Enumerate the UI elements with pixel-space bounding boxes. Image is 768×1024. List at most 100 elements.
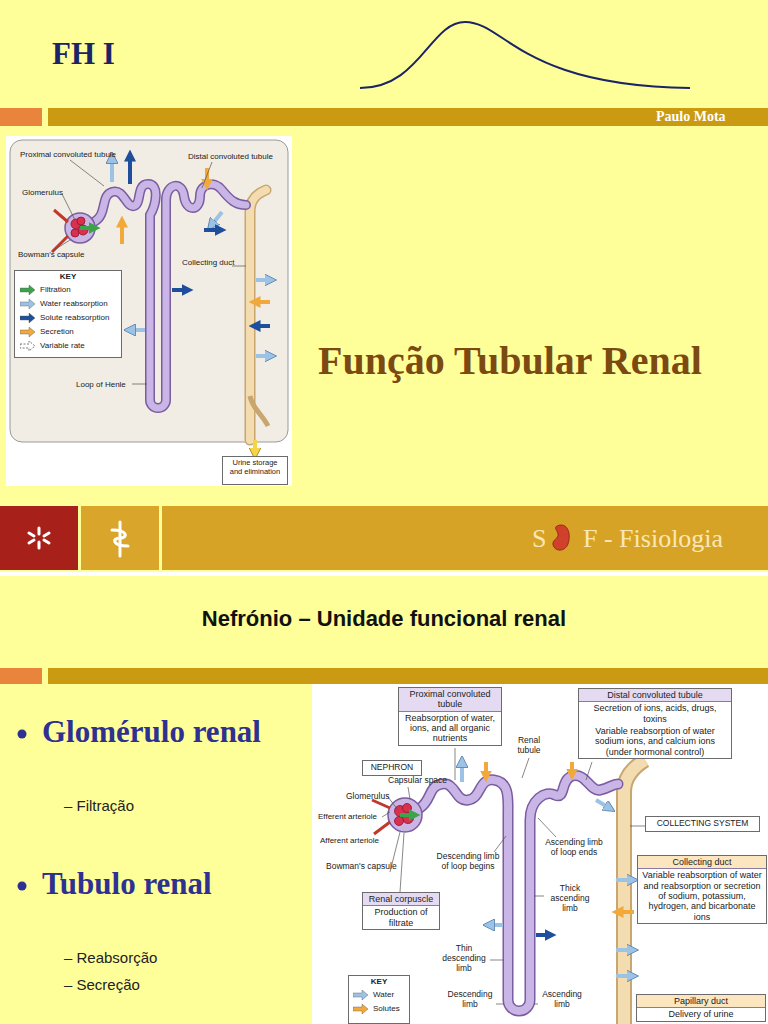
nephron-illustration [256, 278, 266, 282]
bullet-text: Glomérulo renal [42, 714, 261, 750]
legend-swatch [353, 990, 369, 1000]
legend-entry: Solute reabsorption [20, 312, 109, 323]
box-heading: NEPHRON [363, 761, 421, 775]
legend-text: Solute reabsorption [40, 313, 109, 322]
nephron-illustration [204, 228, 216, 232]
nephron-detail-illustration [388, 798, 422, 832]
part-label: Afferent arteriole [320, 836, 379, 845]
legend-entry: Variable rate [20, 340, 85, 351]
box-heading: COLLECTING SYSTEM [646, 817, 759, 831]
part-label: Ascending limb of loop ends [543, 838, 605, 858]
nephron-illustration [259, 300, 270, 304]
slide-title: Função Tubular Renal [318, 338, 702, 384]
nephron-illustration [110, 162, 114, 182]
nephron-detail-illustration [400, 813, 410, 817]
box-heading: Urine storage and elimination [223, 457, 287, 478]
annotation-box: Papillary ductDelivery of urine [636, 994, 766, 1022]
header-bar [48, 108, 768, 126]
legend-arrow [20, 313, 35, 323]
legend-entry: Solutes [353, 1003, 400, 1014]
leader-line [534, 1004, 538, 1005]
bullet-dot [18, 730, 27, 891]
part-label: Ascending limb [536, 990, 588, 1010]
nephron-detail-illustration [596, 800, 606, 806]
nephron-illustration [214, 212, 222, 222]
leader-line [496, 1004, 504, 1005]
author-name: Paulo Mota [656, 109, 726, 125]
nephron-detail-illustration [570, 762, 574, 770]
part-label: Renal tubule [508, 736, 550, 756]
university-logo [29, 540, 34, 543]
footer-text: S [532, 524, 546, 554]
group-tag: NEPHRON [362, 760, 422, 776]
box-body: Variable reabsorption of water sodium io… [579, 725, 731, 758]
legend-swatch [353, 1004, 369, 1014]
legend-text: Variable rate [40, 341, 85, 350]
slide-background [0, 0, 768, 572]
nephron-detail-illustration [616, 878, 628, 882]
nephron-illustration [128, 160, 132, 184]
legend-swatch [20, 285, 36, 295]
part-label: Descending limb [440, 990, 500, 1010]
leader-line [202, 162, 212, 188]
nephron-detail-illustration [312, 684, 768, 1024]
box-heading: Renal corpuscle [363, 893, 439, 906]
part-label: Descending limb of loop begins [436, 852, 500, 872]
part-label: Proximal convoluted tubule [20, 150, 116, 159]
legend-entry: Water [353, 989, 394, 1000]
nephron-detail-illustration [420, 775, 618, 1011]
legend-box: KEY [348, 975, 410, 1024]
part-label: Glomerulus [346, 792, 389, 802]
part-label: Capsular space [388, 776, 447, 786]
nephron-illustration [52, 210, 68, 252]
legend-text: Filtration [40, 285, 71, 294]
slide-background [0, 572, 768, 576]
footer-band [81, 506, 159, 570]
footer-text: F - Fisiologia [583, 524, 723, 554]
nephron-illustration [71, 229, 79, 237]
group-tag: COLLECTING SYSTEM [645, 816, 760, 832]
header-bar [0, 108, 768, 684]
nephron-detail-illustration [395, 804, 414, 826]
nephron-illustration [6, 136, 292, 486]
part-label: Thin descending limb [438, 944, 490, 973]
part-label: Bowman's capsule [18, 250, 84, 259]
legend-arrow [20, 285, 35, 295]
annotation-box: Proximal convoluted tubuleReabsorption o… [398, 687, 502, 746]
nephron-illustration [6, 136, 292, 486]
leader-line [490, 960, 504, 961]
bullet-dot [18, 730, 27, 739]
box-heading: Papillary duct [637, 995, 765, 1008]
legend-arrow [20, 341, 35, 351]
leader-line [382, 812, 390, 817]
nephron-detail-illustration [622, 910, 634, 914]
nephron-illustration [253, 440, 257, 449]
nephron-detail-illustration [460, 766, 464, 782]
nephron-detail-illustration [484, 762, 488, 772]
legend-swatch [20, 313, 36, 323]
box-body: Production of filtrate [363, 906, 439, 929]
part-label: Thick ascending limb [543, 884, 597, 913]
slide-heading: Nefrónio – Unidade funcional renal [0, 606, 768, 631]
box-body: Variable reabsorption of water and reabs… [638, 869, 766, 923]
part-label: Bowman's capsule [326, 862, 397, 872]
annotation-box: Distal convoluted tubuleSecretion of ion… [578, 688, 732, 759]
leader-line [70, 160, 104, 186]
bell-curve [360, 22, 690, 88]
header-bar [0, 668, 42, 684]
leader-line [538, 818, 556, 837]
leader-line [630, 826, 645, 827]
leader-line [494, 836, 506, 852]
box-heading: Distal convoluted tubule [579, 689, 731, 702]
legend-arrow [20, 299, 35, 309]
part-label: Collecting duct [182, 258, 234, 267]
nephron-illustration [65, 213, 95, 243]
nephron-detail-illustration [616, 974, 628, 978]
legend-text: Secretion [40, 327, 74, 336]
legend-entry: Water reabsorption [20, 298, 108, 309]
legend-arrow [353, 990, 368, 1000]
nephron-detail-illustration [493, 923, 503, 927]
school-logo [112, 530, 128, 546]
leader-line [132, 384, 147, 385]
